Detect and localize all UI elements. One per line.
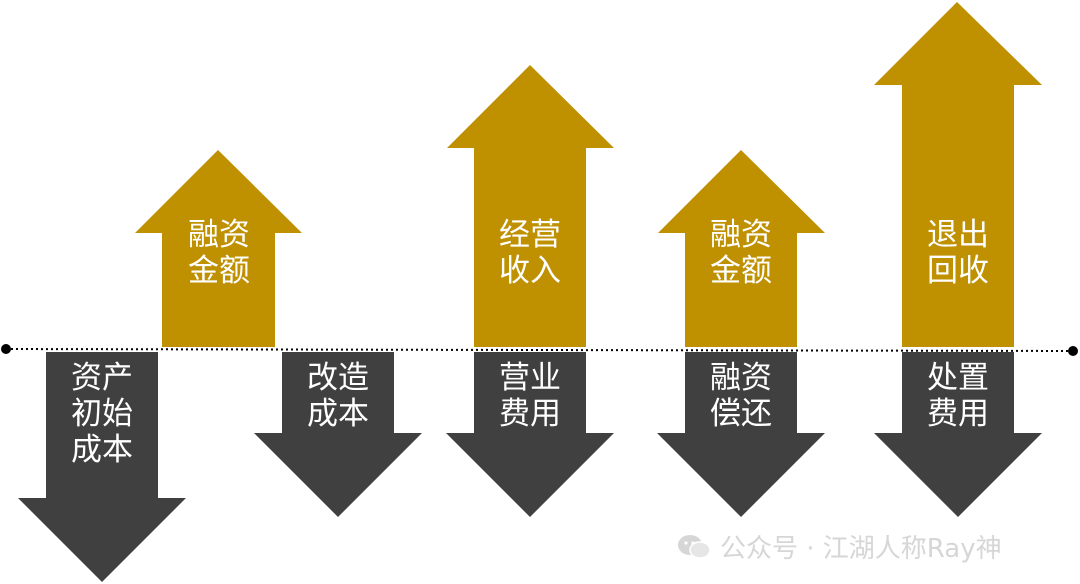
down-arrow-disposal-cost [874, 352, 1042, 517]
down-arrow-loan-repayment [657, 352, 825, 517]
watermark: 公众号 · 江湖人称Ray神 [676, 528, 1002, 565]
up-label-exit-recovery: 退出 回收 [927, 217, 989, 289]
up-arrow-exit-recovery [874, 2, 1042, 347]
up-arrow-financing-1 [135, 150, 302, 347]
down-label-operating-expense: 营业 费用 [499, 360, 561, 432]
up-label-operating-income: 经营 收入 [499, 217, 561, 289]
down-label-renovation-cost: 改造 成本 [307, 360, 369, 432]
timeline-axis [5, 348, 1074, 352]
down-arrow-renovation-cost [254, 352, 422, 517]
axis-end-dot [1068, 346, 1078, 356]
down-arrow-initial-cost [18, 352, 186, 582]
axis-start-dot [1, 344, 11, 354]
down-arrow-operating-expense [446, 352, 614, 517]
down-label-disposal-cost: 处置 费用 [927, 360, 989, 432]
up-label-financing-1: 融资 金额 [188, 217, 250, 289]
down-label-loan-repayment: 融资 偿还 [710, 360, 772, 432]
up-label-financing-2: 融资 金额 [710, 217, 772, 289]
up-arrow-financing-2 [658, 150, 825, 347]
wechat-icon [676, 533, 712, 561]
down-label-initial-cost: 资产 初始 成本 [71, 360, 133, 468]
up-arrow-operating-income [447, 65, 614, 347]
watermark-text: 公众号 · 江湖人称Ray神 [720, 534, 1002, 564]
